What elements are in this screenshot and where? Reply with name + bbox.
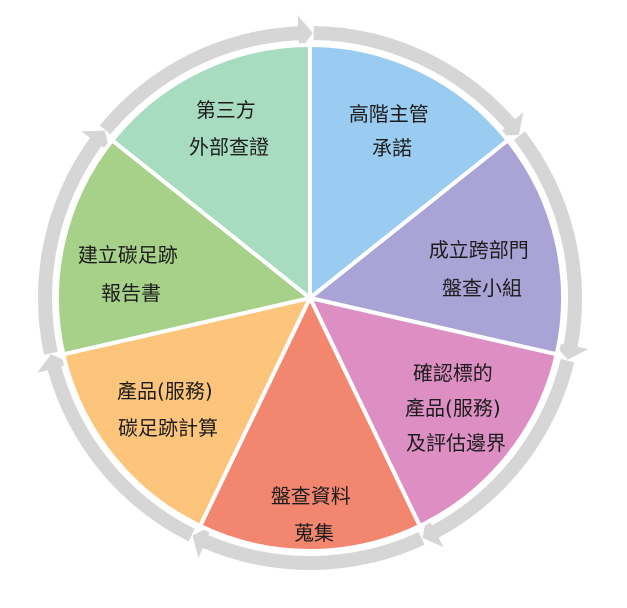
cycle-arrow-collection <box>192 525 425 571</box>
segment-label-verification: 第三方 外部查證 <box>189 98 269 159</box>
cycle-segment-report <box>55 138 312 357</box>
segment-label-management: 高階主管 承諾 <box>349 102 435 160</box>
segment-label-line: 報告書 <box>101 281 161 305</box>
segment-label-line: 碳足跡計算 <box>118 416 218 440</box>
cycle-segment-collection <box>198 296 422 553</box>
segment-label-line: 盤查資料 <box>271 484 351 508</box>
segment-label-boundary: 確認標的 產品(服務) 及評估邊界 <box>405 361 507 455</box>
segment-label-line: 產品(服務) <box>117 379 213 403</box>
cycle-segment-boundary <box>308 296 559 528</box>
arrow-ring <box>37 15 589 571</box>
segment-label-line: 成立跨部門 <box>429 238 529 262</box>
segment-label-collection: 盤查資料 蒐集 <box>271 484 357 545</box>
wedge-ring <box>55 43 565 553</box>
segment-label-line: 外部查證 <box>189 135 269 159</box>
cycle-arrow-report <box>37 130 111 355</box>
segment-label-line: 產品(服務) <box>405 396 501 420</box>
segment-label-line: 高階主管 <box>349 102 429 126</box>
segment-label-line: 蒐集 <box>294 521 334 545</box>
segment-label-team: 成立跨部門 盤查小組 <box>429 238 535 300</box>
cycle-arrow-verification <box>99 15 313 135</box>
cycle-arrow-management <box>313 26 524 136</box>
segment-label-calculation: 產品(服務) 碳足跡計算 <box>117 379 219 440</box>
segment-label-report: 建立碳足跡 報告書 <box>78 243 184 305</box>
cycle-arrow-team <box>513 131 589 360</box>
cycle-segment-verification <box>110 43 312 300</box>
segment-label-line: 確認標的 <box>413 361 493 385</box>
segment-label-line: 及評估邊界 <box>406 431 506 455</box>
cycle-segment-management <box>308 43 510 300</box>
cycle-arrow-boundary <box>422 358 575 548</box>
segment-label-line: 盤查小組 <box>442 276 522 300</box>
cycle-segment-team <box>308 138 565 357</box>
segment-label-line: 第三方 <box>196 98 256 122</box>
cycle-arrow-calculation <box>37 354 195 542</box>
segment-label-line: 承諾 <box>372 136 412 160</box>
segment-label-line: 建立碳足跡 <box>78 243 178 267</box>
cycle-segment-calculation <box>61 296 312 528</box>
